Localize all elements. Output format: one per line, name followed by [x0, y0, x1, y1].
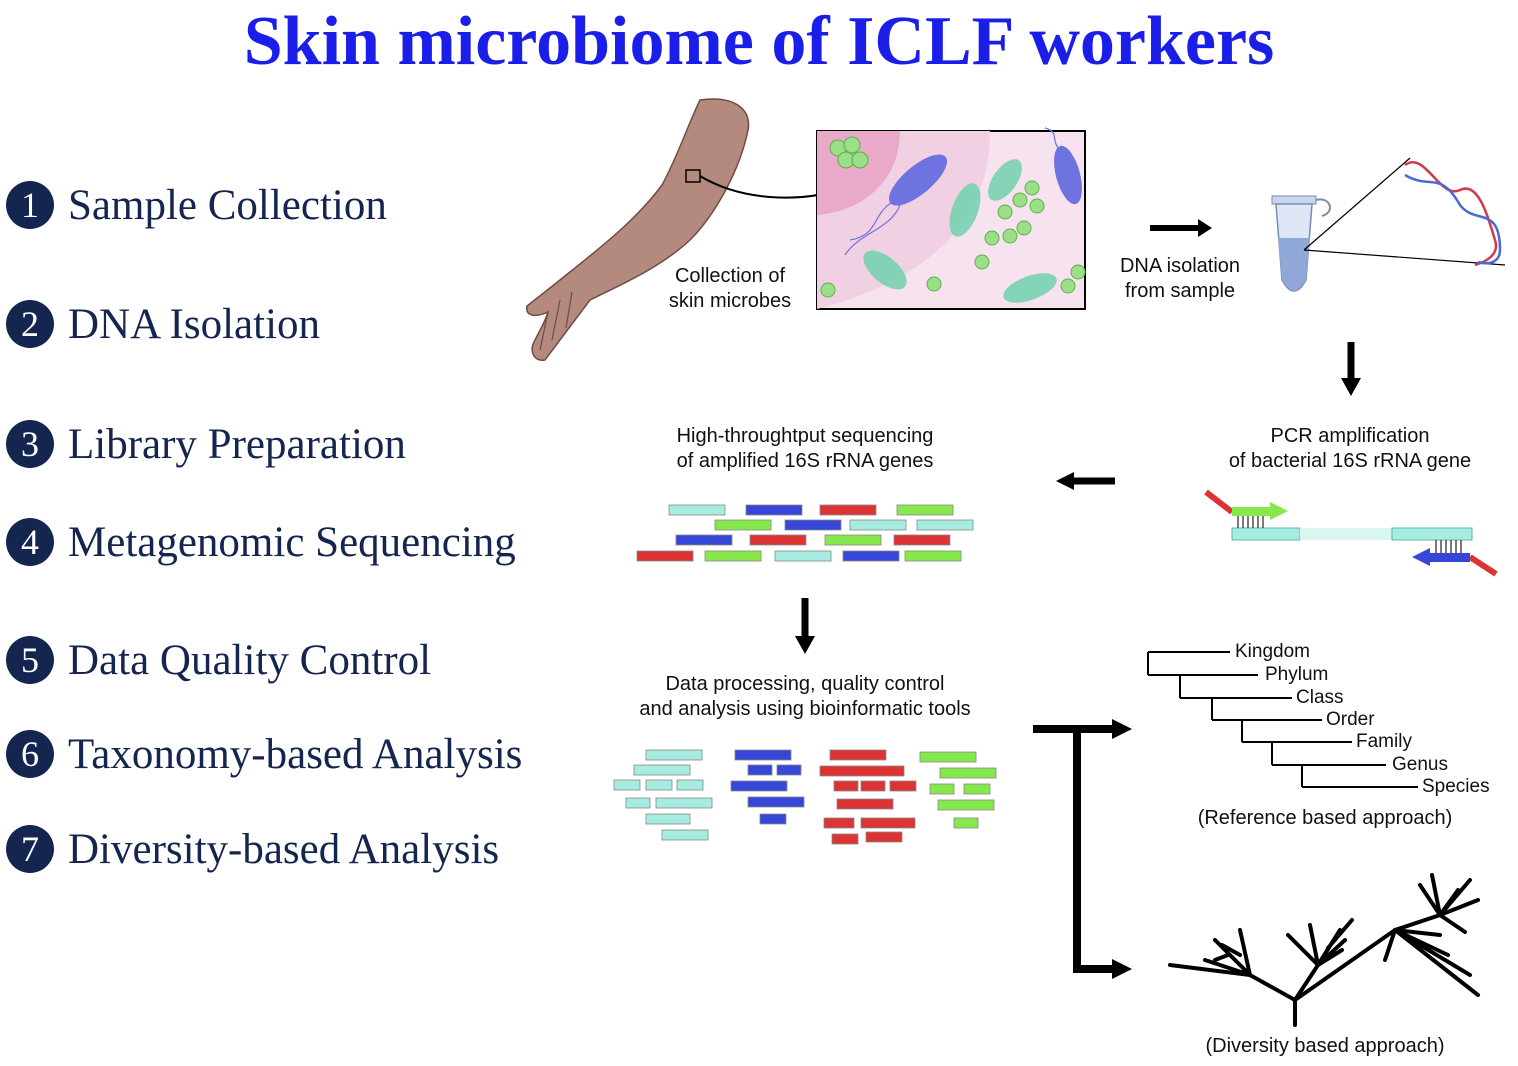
step-3: 3 Library Preparation: [6, 419, 406, 469]
step-number-badge: 7: [6, 825, 54, 873]
caption-line: Collection of: [674, 265, 786, 287]
rank-label-genus: Genus: [1392, 754, 1448, 775]
step-number-badge: 1: [6, 181, 54, 229]
caption-line: PCR amplification: [1270, 425, 1430, 447]
rank-label-kingdom: Kingdom: [1235, 641, 1310, 662]
pcr-illustration: [1204, 489, 1498, 577]
step-number-badge: 4: [6, 518, 54, 566]
caption-line: from sample: [1124, 280, 1236, 302]
collection-caption: Collection of skin microbes: [650, 264, 810, 314]
step-number-badge: 2: [6, 300, 54, 348]
arm-illustration: [526, 98, 750, 361]
step-5: 5 Data Quality Control: [6, 635, 431, 685]
step-label: Metagenomic Sequencing: [68, 518, 516, 566]
caption-line: DNA isolation: [1119, 255, 1241, 277]
caption-line: Data processing, quality control: [665, 673, 945, 695]
step-label: Taxonomy-based Analysis: [68, 730, 523, 778]
reference-approach-caption: (Reference based approach): [1197, 807, 1453, 829]
step-label: Diversity-based Analysis: [68, 825, 500, 873]
dna-isolation-caption: DNA isolation from sample: [1100, 254, 1260, 304]
processing-caption: Data processing, quality control and ana…: [600, 672, 1010, 722]
sequencing-caption: High-throughtput sequencing of amplified…: [630, 424, 980, 474]
pcr-caption: PCR amplification of bacterial 16S rRNA …: [1195, 424, 1505, 474]
step-number-badge: 5: [6, 636, 54, 684]
rank-label-order: Order: [1326, 709, 1375, 730]
tube-icon: [1271, 157, 1506, 292]
diversity-tree: [1168, 873, 1480, 1027]
caption-line: skin microbes: [668, 290, 792, 312]
step-2: 2 DNA Isolation: [6, 299, 320, 349]
step-label: DNA Isolation: [68, 300, 321, 348]
skin-microbes-box: [816, 127, 1086, 310]
caption-line: of bacterial 16S rRNA gene: [1228, 450, 1472, 472]
page-title: Skin microbiome of ICLF workers: [243, 3, 1275, 80]
sequencing-reads: [636, 504, 974, 562]
step-number-badge: 6: [6, 730, 54, 778]
step-number-badge: 3: [6, 420, 54, 468]
diversity-approach-caption: (Diversity based approach): [1205, 1035, 1445, 1057]
step-4: 4 Metagenomic Sequencing: [6, 517, 516, 567]
caption-line: and analysis using bioinformatic tools: [639, 698, 971, 720]
taxonomy-tree: [1147, 651, 1418, 788]
branch-arrows: [1033, 719, 1132, 979]
rank-label-class: Class: [1296, 687, 1344, 708]
step-label: Sample Collection: [68, 181, 387, 229]
clustered-reads: [613, 749, 997, 845]
caption-line: of amplified 16S rRNA genes: [676, 450, 934, 472]
rank-label-phylum: Phylum: [1265, 664, 1329, 685]
rank-label-family: Family: [1356, 731, 1412, 752]
dna-helix-icon: [1404, 161, 1502, 267]
step-label: Library Preparation: [68, 420, 406, 468]
step-7: 7 Diversity-based Analysis: [6, 824, 499, 874]
step-1: 1 Sample Collection: [6, 180, 387, 230]
step-label: Data Quality Control: [68, 636, 432, 684]
caption-line: High-throughtput sequencing: [676, 425, 934, 447]
step-6: 6 Taxonomy-based Analysis: [6, 729, 522, 779]
rank-label-species: Species: [1422, 776, 1490, 797]
